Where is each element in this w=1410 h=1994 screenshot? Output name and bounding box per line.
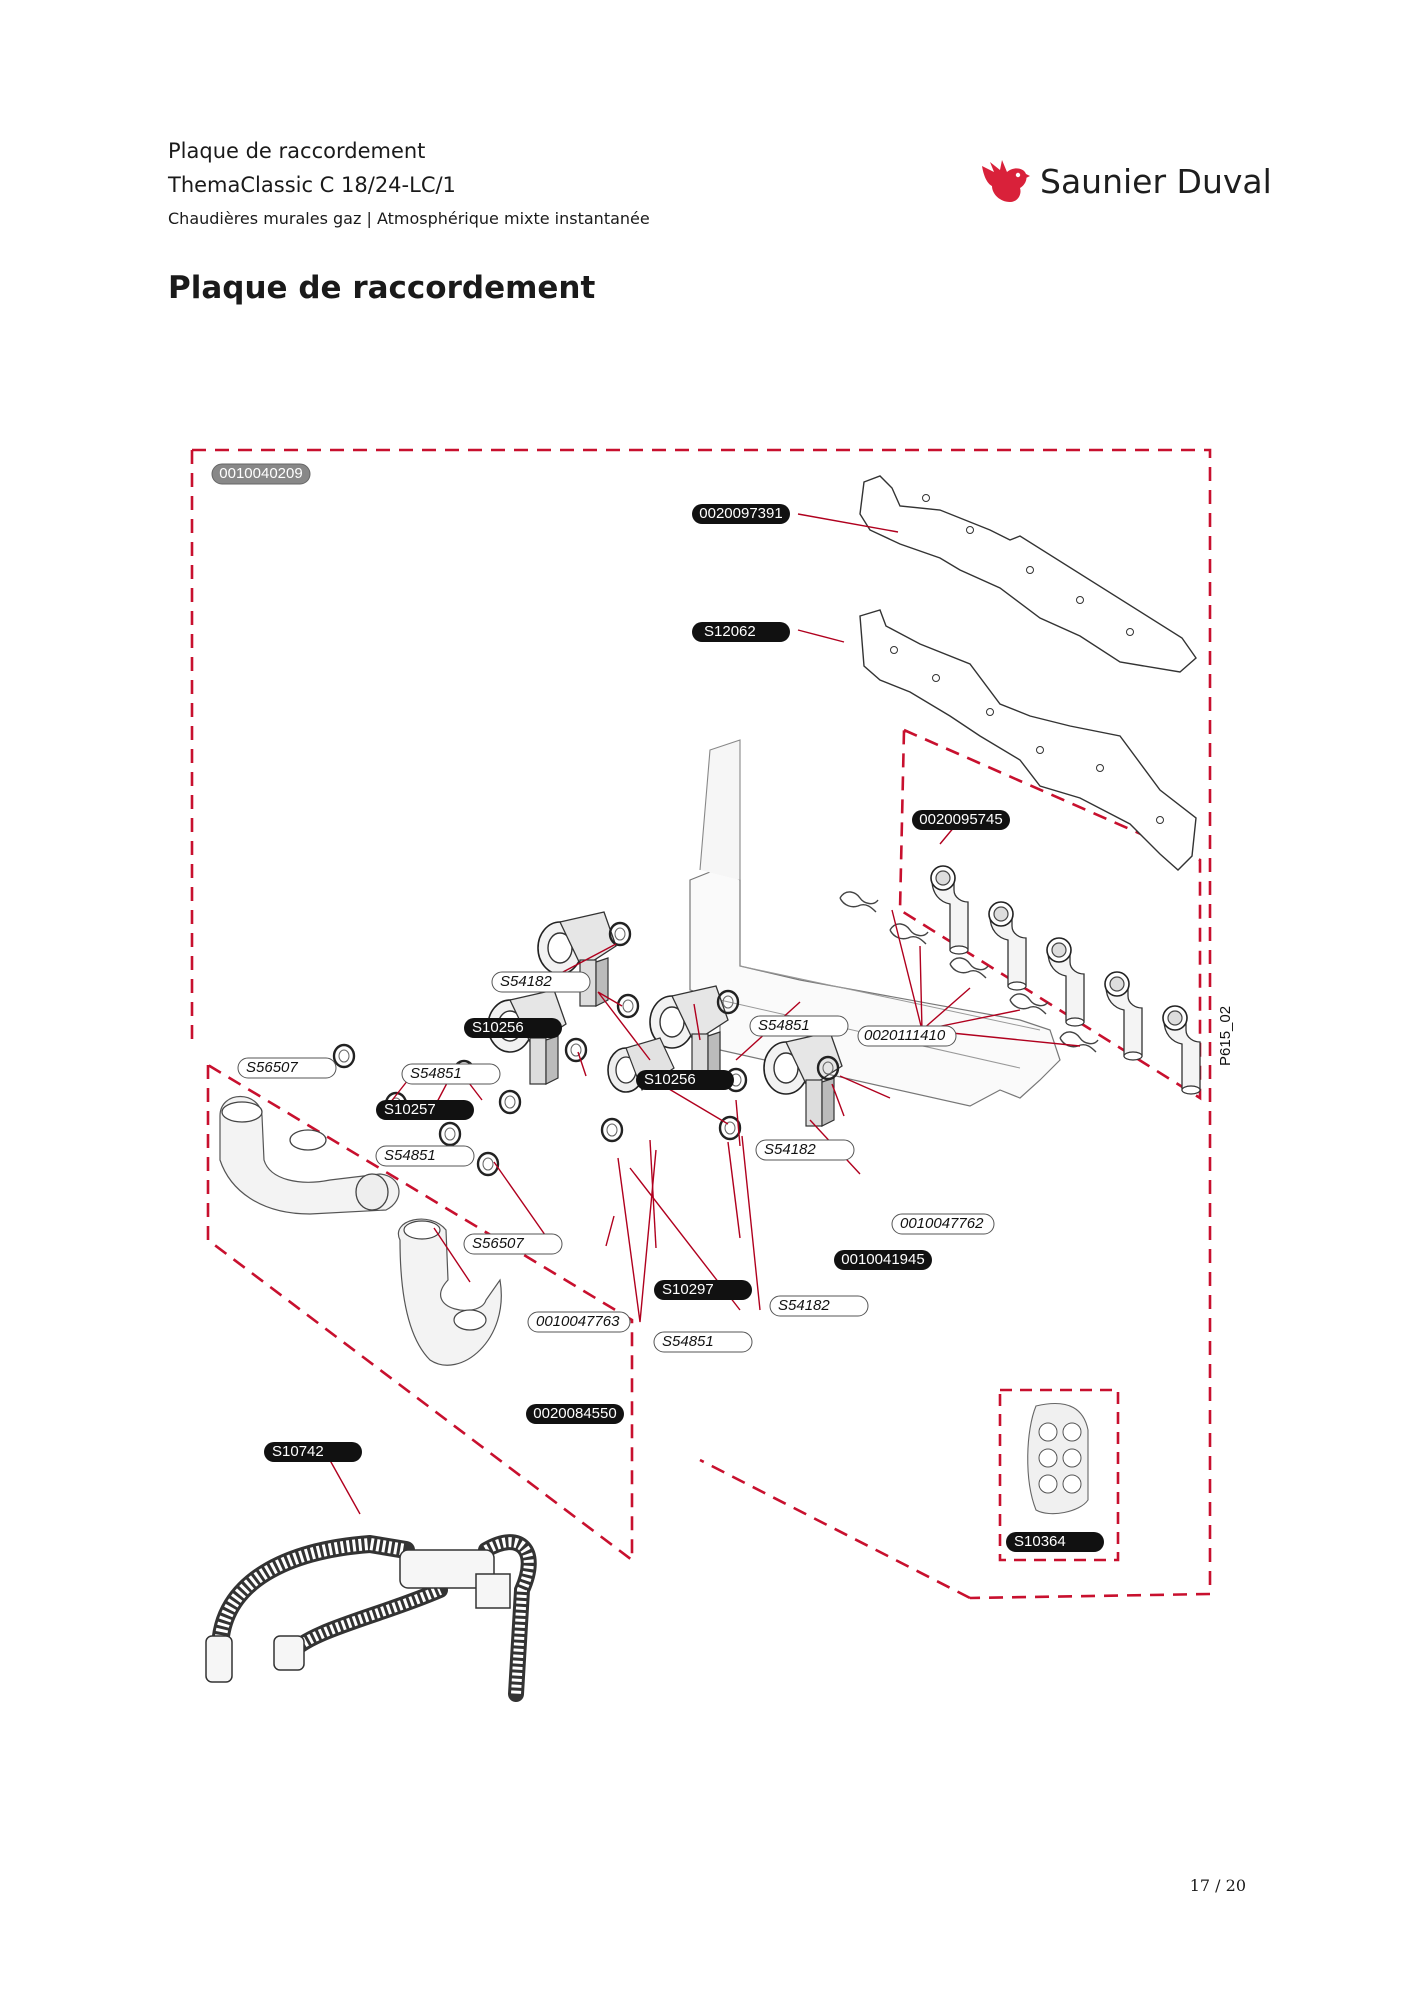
- header-section-title: Plaque de raccordement: [168, 139, 426, 163]
- label-washer-bottom: S54182: [769, 1295, 869, 1317]
- part-labels: 0010040209 0020097391 S12062 0020095745 …: [211, 463, 1234, 1552]
- svg-text:S54182: S54182: [764, 1141, 816, 1158]
- svg-text:0020095745: 0020095745: [919, 811, 1002, 828]
- figure-code: P615_02: [1217, 1006, 1234, 1066]
- label-bar-bottom: S12062: [692, 622, 790, 642]
- svg-text:S10297: S10297: [662, 1281, 714, 1298]
- label-washer-left: S54851: [401, 1063, 501, 1085]
- pipe-kit-frame-dashed: [898, 728, 1202, 1101]
- label-seal-sheet: S10364: [1006, 1532, 1104, 1552]
- svg-text:0010047762: 0010047762: [900, 1215, 984, 1232]
- svg-text:0020097391: 0020097391: [699, 505, 782, 522]
- svg-text:S54851: S54851: [758, 1017, 810, 1034]
- label-valve-mid: S10256: [636, 1070, 734, 1090]
- header-product-category: Chaudières murales gaz | Atmosphérique m…: [168, 209, 650, 228]
- svg-text:0010047763: 0010047763: [536, 1313, 620, 1330]
- leader-lines: [321, 513, 1081, 1515]
- bird-logo-icon: [982, 160, 1030, 202]
- label-hose: S10742: [264, 1442, 362, 1462]
- label-pipe-kit: 0020095745: [912, 810, 1010, 830]
- label-seal-low: S56507: [463, 1233, 563, 1255]
- label-washer-right: S54182: [755, 1139, 855, 1161]
- exploded-parts-diagram: 0010040209 0020097391 S12062 0020095745 …: [190, 448, 1234, 1702]
- svg-text:S10742: S10742: [272, 1443, 324, 1460]
- label-clips: 0020111410: [857, 1025, 957, 1047]
- label-ring-right: 0010047762: [891, 1213, 995, 1235]
- page-title: Plaque de raccordement: [168, 270, 596, 306]
- svg-text:S54851: S54851: [410, 1065, 462, 1082]
- label-washer-mid: S54851: [749, 1015, 849, 1037]
- mounting-bar-bottom: [859, 609, 1197, 871]
- outer-frame-dashed: [192, 448, 1212, 1600]
- label-bar-top: 0020097391: [692, 504, 790, 524]
- siphon-assembly: [219, 1095, 502, 1366]
- svg-text:S54182: S54182: [500, 973, 552, 990]
- svg-text:S56507: S56507: [246, 1059, 298, 1076]
- label-kit: 0010040209: [211, 463, 311, 485]
- label-valve-low: S10257: [376, 1100, 474, 1120]
- label-washer-last: S54851: [653, 1331, 753, 1353]
- header-product-name: ThemaClassic C 18/24-LC/1: [168, 173, 456, 197]
- svg-text:S56507: S56507: [472, 1235, 524, 1252]
- saunier-duval-logo: Saunier Duval: [980, 158, 1272, 204]
- label-ring-bottom: 0010047763: [527, 1311, 631, 1333]
- svg-text:S54851: S54851: [384, 1147, 436, 1164]
- seal-sheet: [1027, 1402, 1089, 1515]
- label-siphon: 0020084550: [526, 1404, 624, 1424]
- svg-text:S54851: S54851: [662, 1333, 714, 1350]
- seal-sheet-frame-dashed: [998, 1388, 1120, 1562]
- svg-text:S54182: S54182: [778, 1297, 830, 1314]
- svg-text:S10364: S10364: [1014, 1533, 1066, 1550]
- mounting-bar-top: [859, 475, 1197, 673]
- svg-text:S12062: S12062: [704, 623, 756, 640]
- svg-text:S10256: S10256: [644, 1071, 696, 1088]
- svg-text:0020111410: 0020111410: [864, 1027, 946, 1044]
- svg-text:0020084550: 0020084550: [533, 1405, 616, 1422]
- document-header: Plaque de raccordement ThemaClassic C 18…: [168, 134, 650, 236]
- svg-text:S10256: S10256: [472, 1019, 524, 1036]
- svg-text:S10257: S10257: [384, 1101, 436, 1118]
- brand-name: Saunier Duval: [1040, 161, 1272, 201]
- svg-text:0010041945: 0010041945: [841, 1251, 924, 1268]
- label-washer-top: S54182: [491, 971, 591, 993]
- label-washer-low: S54851: [375, 1145, 475, 1167]
- drain-hose: [205, 1534, 537, 1702]
- page-number: 17 / 20: [1189, 1876, 1246, 1895]
- svg-text:0010040209: 0010040209: [219, 465, 302, 482]
- label-fitting: S10297: [654, 1280, 752, 1300]
- label-valve-right: 0010041945: [834, 1250, 932, 1270]
- label-seal-left: S56507: [237, 1057, 337, 1079]
- label-valve-left: S10256: [464, 1018, 562, 1038]
